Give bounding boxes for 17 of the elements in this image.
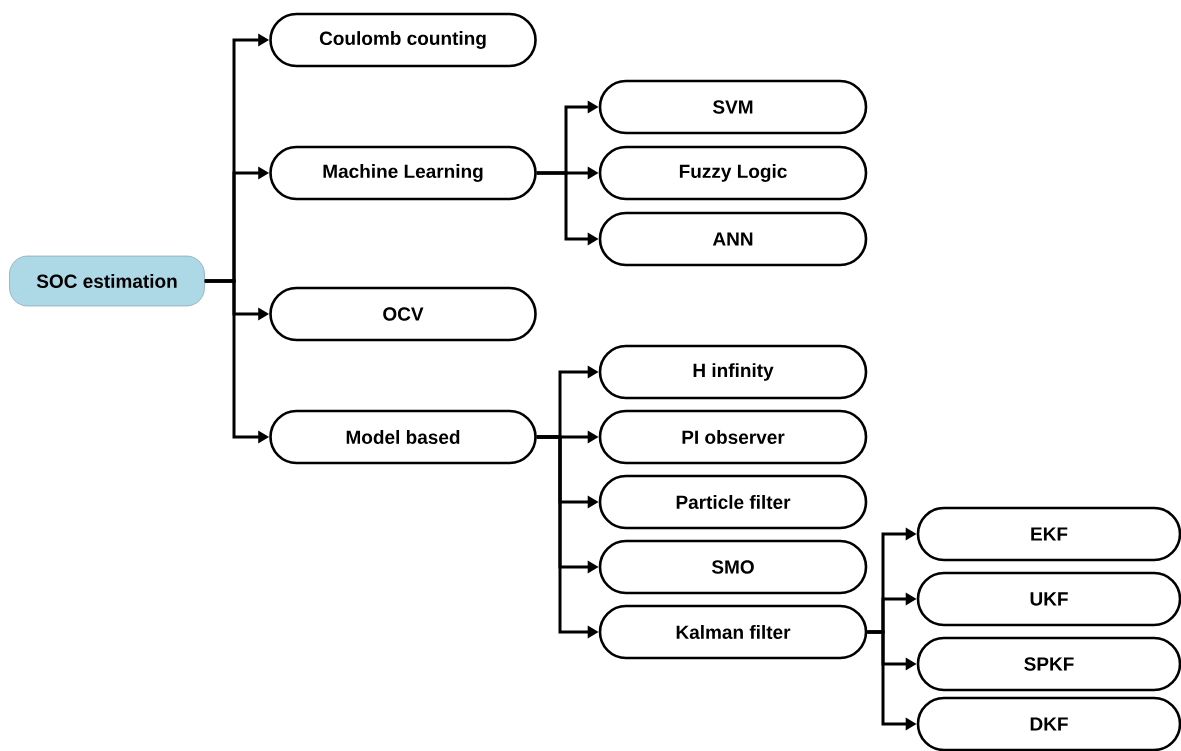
method-box: Coulomb counting bbox=[269, 12, 537, 68]
method-box: H infinity bbox=[598, 344, 868, 400]
root-box: SOC estimation bbox=[9, 255, 205, 307]
method-box: OCV bbox=[269, 286, 537, 342]
method-box: Model based bbox=[269, 409, 537, 465]
method-box: ANN bbox=[598, 211, 868, 267]
method-box: Machine Learning bbox=[269, 145, 537, 201]
method-box: Kalman filter bbox=[598, 604, 868, 660]
method-box: SPKF bbox=[916, 636, 1181, 692]
method-box: SMO bbox=[598, 539, 868, 595]
method-box: UKF bbox=[916, 571, 1181, 627]
method-box: EKF bbox=[916, 506, 1181, 562]
method-box: Fuzzy Logic bbox=[598, 145, 868, 201]
method-box: Particle filter bbox=[598, 474, 868, 530]
method-box: SVM bbox=[598, 79, 868, 135]
method-box: DKF bbox=[916, 696, 1181, 751]
method-box: PI observer bbox=[598, 409, 868, 465]
